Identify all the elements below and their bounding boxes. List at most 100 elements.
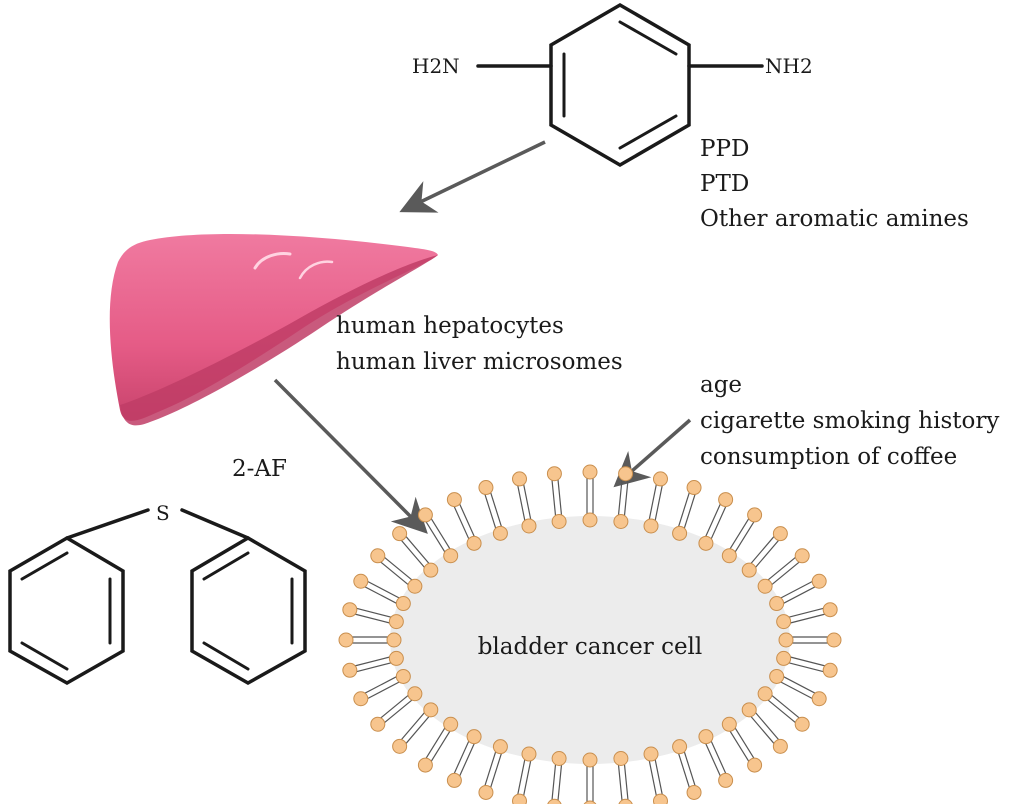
lipid-head	[613, 514, 629, 530]
lipid-head	[613, 750, 629, 766]
lipid-tail	[427, 513, 454, 555]
liver-underside	[120, 255, 438, 426]
lipid-tail	[361, 578, 406, 602]
lipid-head	[643, 746, 659, 762]
lipid-tail	[774, 578, 819, 602]
lipid-tail	[359, 673, 403, 697]
lipid-head	[392, 526, 408, 542]
lipid-head	[395, 596, 411, 612]
lipid-tail	[551, 758, 557, 804]
lipid-head	[443, 716, 459, 732]
compound-other-amines: Other aromatic amines	[700, 206, 969, 232]
lipid-head	[407, 686, 423, 702]
lipid-head	[342, 662, 358, 678]
lipid-head	[698, 535, 714, 551]
lipid-head	[423, 702, 439, 718]
lipid-head	[776, 614, 792, 630]
lipid-head	[521, 746, 537, 762]
lipid-tail	[774, 678, 819, 702]
lipid-head	[698, 729, 714, 745]
risk-smoking: cigarette smoking history	[700, 408, 999, 434]
lipid-head	[446, 772, 462, 788]
lipid-head	[686, 480, 702, 496]
right-benzene-ring	[190, 535, 307, 686]
compound-list: PPD PTD Other aromatic amines	[700, 136, 969, 232]
lipid-tail	[488, 747, 504, 794]
lipid-head	[417, 507, 433, 523]
lipid-tail	[401, 711, 434, 749]
lipid-tail	[647, 478, 659, 526]
lipid-head	[618, 466, 634, 482]
label-hepatocytes: human hepatocytes	[336, 313, 564, 339]
lipid-head	[811, 573, 827, 589]
lipid-tail	[766, 690, 805, 723]
lipid-tail	[782, 660, 830, 674]
left-sulfur-bond	[65, 508, 150, 540]
lipid-head	[721, 548, 737, 564]
lipid-head	[338, 632, 354, 648]
lipid-head	[392, 738, 408, 754]
lipid-head	[672, 525, 688, 541]
lipid-tail	[456, 498, 478, 543]
left-ring-double-bond-2	[20, 551, 69, 581]
lipid-tail	[746, 711, 779, 749]
lipid-head	[826, 632, 842, 648]
risk-coffee: consumption of coffee	[700, 444, 957, 470]
lipid-tail	[784, 612, 832, 626]
top-benzene-ring	[549, 2, 691, 168]
lipid-head	[672, 739, 688, 755]
compound-ptd: PTD	[700, 171, 749, 197]
lipid-tail	[350, 606, 398, 620]
liver-highlight-2	[298, 260, 334, 280]
lipid-tail	[350, 660, 398, 674]
lipid-head	[778, 632, 794, 648]
lipid-head	[478, 480, 494, 496]
right-amine-label: NH2	[765, 54, 813, 78]
lipid-head	[388, 650, 404, 666]
lipid-tail	[550, 473, 557, 522]
lipid-head	[446, 492, 462, 508]
lipid-tail	[676, 486, 692, 533]
lipid-tail	[521, 754, 533, 802]
lipid-head	[583, 800, 597, 804]
lipid-head	[769, 668, 785, 684]
molecule-name-label: 2-AF	[232, 456, 287, 482]
lipid-head	[776, 650, 792, 666]
lipid-tail	[731, 516, 758, 558]
lipid-tail	[766, 557, 805, 590]
lipid-head	[811, 691, 827, 707]
lipid-head	[388, 614, 404, 630]
lipid-tail	[521, 478, 533, 526]
lipid-head	[551, 514, 567, 530]
lipid-head	[512, 793, 528, 804]
top-ring-double-bond-1	[618, 20, 678, 56]
liver-shape	[109, 233, 439, 421]
lipid-tail	[746, 531, 779, 569]
lipid-tail	[617, 758, 623, 804]
lipid-tail	[726, 513, 753, 555]
lipid-tail	[782, 606, 830, 620]
arrow-liver-to-cell	[273, 378, 428, 534]
arrow-risk-to-cell	[613, 418, 692, 488]
lipid-tail	[515, 753, 527, 801]
lipid-head	[492, 739, 508, 755]
lipid-tail	[702, 737, 724, 782]
lipid-tail	[375, 557, 414, 590]
lipid-tail	[762, 552, 801, 585]
lipid-head	[466, 729, 482, 745]
sulfur-atom-label: S	[156, 501, 170, 525]
right-ring-double-bond-3	[202, 641, 250, 671]
lipid-head	[370, 716, 386, 732]
lipid-head	[757, 578, 773, 594]
lipid-tail	[653, 479, 665, 527]
liver-illustration	[109, 233, 439, 426]
lipid-tail	[396, 707, 429, 745]
lipid-tail	[348, 612, 396, 626]
lipid-head	[769, 596, 785, 612]
lipid-tail	[762, 695, 801, 728]
right-ring-double-bond-2	[202, 551, 250, 581]
cell-label: bladder cancer cell	[478, 634, 703, 660]
lipid-head	[822, 602, 838, 618]
lipid-bilayer	[338, 464, 842, 804]
lipid-tail	[702, 498, 724, 543]
